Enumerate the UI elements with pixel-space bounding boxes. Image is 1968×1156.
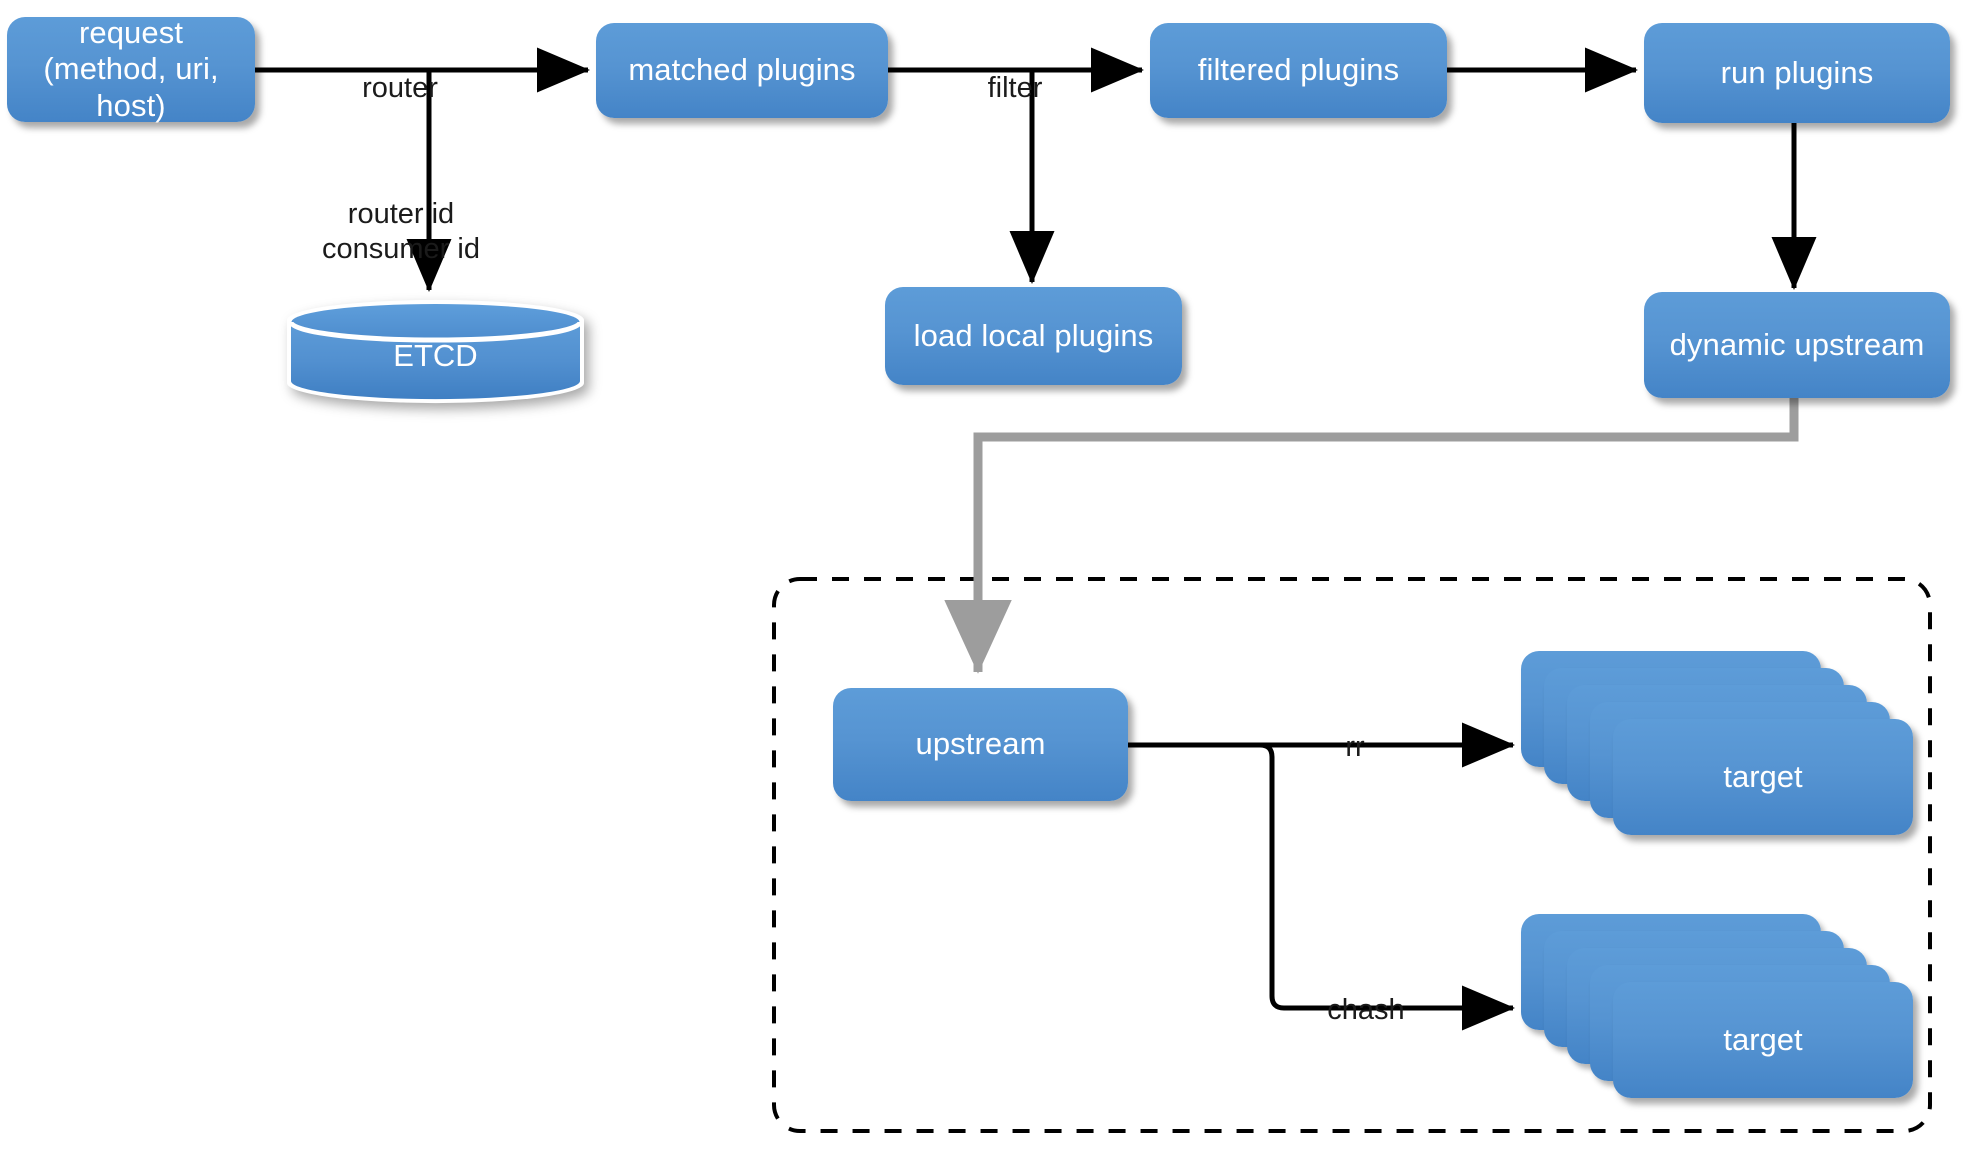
- node-load-local-plugins-label: load local plugins: [913, 317, 1154, 353]
- node-load-local-plugins[interactable]: load local plugins: [885, 287, 1182, 385]
- edge-label-router-text: router: [362, 71, 438, 104]
- edge-label-chash-text: chash: [1327, 993, 1405, 1026]
- node-run-plugins[interactable]: run plugins: [1644, 23, 1950, 123]
- edge-label-filter-text: filter: [987, 71, 1043, 104]
- edge-label-rr: rr: [1300, 695, 1410, 765]
- edge-label-rr-text: rr: [1345, 730, 1365, 763]
- node-filtered-plugins[interactable]: filtered plugins: [1150, 23, 1447, 118]
- node-target-rr-label: target: [1723, 759, 1803, 794]
- edge-dynamic-upstream-to-upstream: [944, 398, 1799, 674]
- edge-upstream-to-target-chash: [1128, 742, 1516, 1031]
- node-dynamic-upstream-label: dynamic upstream: [1669, 326, 1925, 362]
- node-etcd[interactable]: ETCD: [283, 298, 588, 405]
- etcd-cylinder-shape: [287, 299, 584, 404]
- target-chash-sheet-front: target: [1613, 982, 1913, 1098]
- node-target-chash[interactable]: target: [1521, 914, 1921, 1100]
- node-upstream[interactable]: upstream: [833, 688, 1128, 801]
- node-dynamic-upstream[interactable]: dynamic upstream: [1644, 292, 1950, 398]
- edge-label-router-consumer-id: router id consumer id: [289, 162, 513, 266]
- node-run-plugins-label: run plugins: [1720, 54, 1874, 90]
- upstream-group-boundary: [772, 577, 1932, 1133]
- target-rr-sheet-front: target: [1613, 719, 1913, 835]
- node-request-label: request (method, uri, host): [43, 14, 219, 123]
- edge-label-router-consumer-id-text: router id consumer id: [322, 197, 480, 265]
- node-target-rr[interactable]: target: [1521, 651, 1921, 837]
- node-matched-plugins-label: matched plugins: [628, 52, 856, 88]
- node-filtered-plugins-label: filtered plugins: [1197, 52, 1400, 88]
- edge-label-router: router: [310, 36, 490, 106]
- node-upstream-label: upstream: [915, 726, 1046, 762]
- node-matched-plugins[interactable]: matched plugins: [596, 23, 888, 118]
- edge-label-chash: chash: [1288, 958, 1444, 1028]
- node-target-chash-label: target: [1723, 1022, 1803, 1057]
- edge-label-filter: filter: [930, 36, 1100, 106]
- node-request[interactable]: request (method, uri, host): [7, 14, 255, 123]
